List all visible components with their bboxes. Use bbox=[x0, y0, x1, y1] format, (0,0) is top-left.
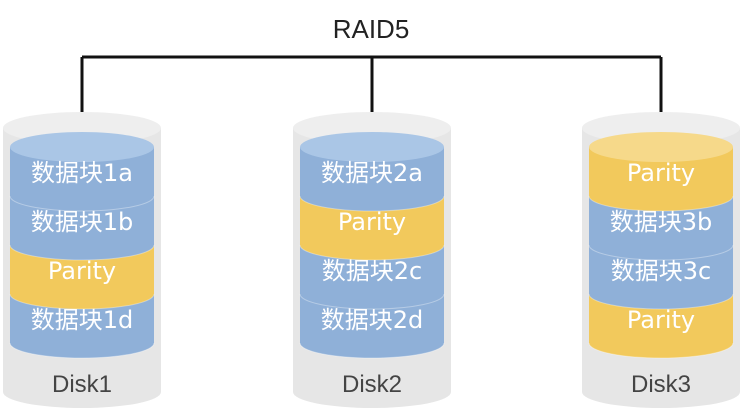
block-label: 数据块3b bbox=[610, 208, 713, 236]
block-label: 数据块1a bbox=[31, 159, 133, 187]
disks-group: 数据块1dParity数据块1b数据块1aDisk1数据块2d数据块2cPari… bbox=[3, 112, 740, 408]
parity-block: Parity bbox=[9, 245, 155, 310]
block-rim bbox=[588, 342, 734, 359]
block-body bbox=[589, 245, 733, 309]
disk-label: Disk2 bbox=[342, 371, 402, 398]
block-label: 数据块3c bbox=[611, 257, 711, 285]
block-body bbox=[10, 245, 154, 309]
block-body bbox=[10, 294, 154, 358]
data-block: 数据块2d bbox=[299, 294, 445, 359]
block-top-face bbox=[589, 132, 733, 162]
block-label: 数据块2c bbox=[322, 257, 422, 285]
data-block: 数据块2c bbox=[299, 245, 445, 310]
block-rim bbox=[9, 244, 155, 261]
raid-connector-lines bbox=[80, 55, 663, 112]
block-body bbox=[300, 245, 444, 309]
block-body bbox=[589, 294, 733, 358]
block-rim bbox=[299, 342, 445, 359]
data-block: 数据块2a bbox=[299, 132, 445, 212]
block-rim bbox=[9, 195, 155, 212]
data-block: 数据块3c bbox=[588, 245, 734, 310]
diagram-title: RAID5 bbox=[333, 14, 410, 44]
data-block: 数据块1d bbox=[9, 294, 155, 359]
data-block: 数据块1a bbox=[9, 132, 155, 212]
block-label: 数据块2a bbox=[321, 159, 423, 187]
parity-block: Parity bbox=[588, 132, 734, 212]
block-rim bbox=[299, 244, 445, 261]
block-rim bbox=[299, 293, 445, 310]
block-rim bbox=[299, 195, 445, 212]
block-body bbox=[10, 196, 154, 260]
block-top-face bbox=[10, 132, 154, 162]
block-rim bbox=[588, 293, 734, 310]
block-label: 数据块1d bbox=[31, 306, 134, 334]
parity-block: Parity bbox=[299, 196, 445, 261]
disk-label: Disk3 bbox=[631, 371, 691, 398]
block-rim bbox=[9, 293, 155, 310]
block-label: 数据块2d bbox=[321, 306, 424, 334]
block-rim bbox=[9, 342, 155, 359]
data-block: 数据块1b bbox=[9, 196, 155, 261]
data-block: 数据块3b bbox=[588, 196, 734, 261]
block-body bbox=[300, 147, 444, 211]
parity-block: Parity bbox=[588, 294, 734, 359]
block-top-face bbox=[300, 132, 444, 162]
block-label: 数据块1b bbox=[31, 208, 134, 236]
block-label: Parity bbox=[48, 257, 116, 285]
block-label: Parity bbox=[627, 159, 695, 187]
block-body bbox=[589, 196, 733, 260]
block-label: Parity bbox=[338, 208, 406, 236]
block-rim bbox=[588, 244, 734, 261]
block-body bbox=[300, 294, 444, 358]
block-body bbox=[10, 147, 154, 211]
block-label: Parity bbox=[627, 306, 695, 334]
disk-label: Disk1 bbox=[52, 371, 112, 398]
block-rim bbox=[588, 195, 734, 212]
block-body bbox=[589, 147, 733, 211]
block-body bbox=[300, 196, 444, 260]
